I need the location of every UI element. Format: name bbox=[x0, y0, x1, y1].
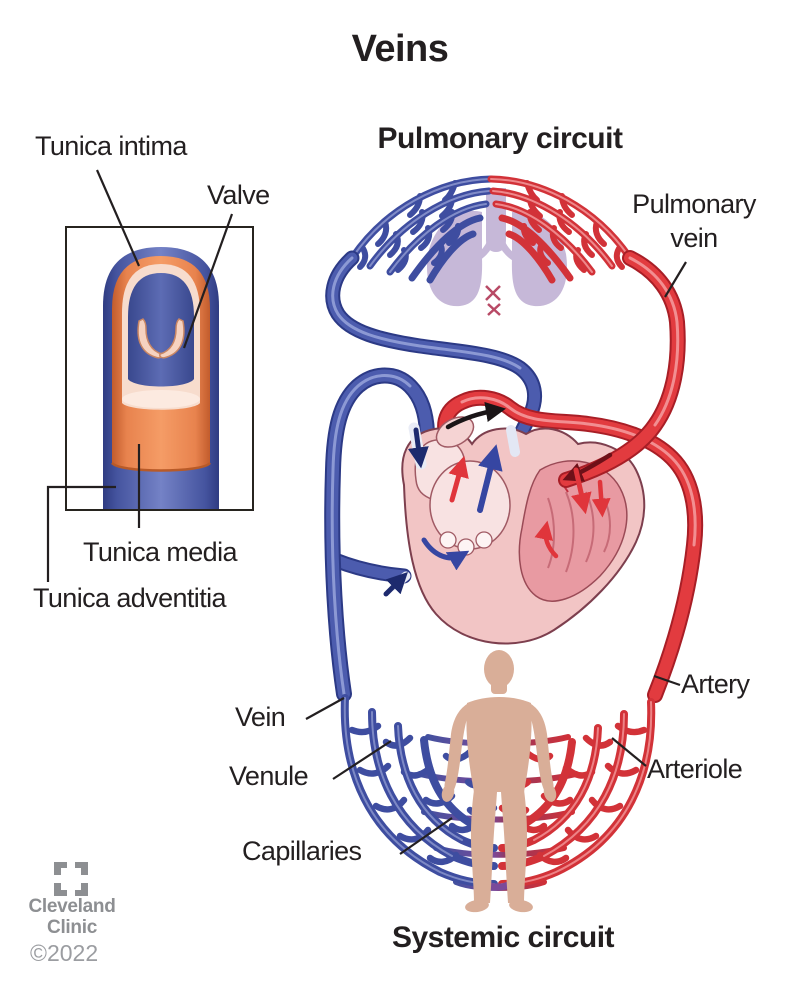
label-leader-lines bbox=[46, 169, 687, 855]
cleveland-clinic-logo-icon bbox=[54, 862, 88, 896]
valve-leader bbox=[182, 213, 234, 349]
brand-line2: Clinic bbox=[47, 917, 97, 938]
valve-flap-right bbox=[159, 318, 185, 359]
arteriole-leader bbox=[611, 737, 647, 767]
brand-line1: Cleveland bbox=[28, 896, 116, 917]
label-pulmonary-vein-line1: Pulmonary bbox=[632, 189, 756, 219]
vein-leader bbox=[305, 697, 345, 720]
label-artery: Artery bbox=[681, 669, 750, 699]
label-tunica-adventitia: Tunica adventitia bbox=[33, 583, 227, 613]
label-venule: Venule bbox=[229, 761, 309, 791]
blood-flow-arrows bbox=[383, 402, 613, 597]
pulmonary-vein-leader bbox=[664, 261, 687, 298]
vein-cross-section-graphic bbox=[65, 226, 254, 511]
pulmonary-vein-vessel bbox=[558, 250, 686, 488]
tunica-intima-leader bbox=[95, 169, 141, 267]
label-arteriole: Arteriole bbox=[647, 754, 743, 784]
label-tunica-media: Tunica media bbox=[83, 537, 237, 567]
capillaries-leader bbox=[399, 817, 453, 855]
artery-leader bbox=[653, 674, 681, 687]
label-tunica-intima: Tunica intima bbox=[35, 131, 187, 161]
page-title: Veins bbox=[351, 28, 449, 70]
venule-leader bbox=[332, 740, 392, 780]
copyright-text: ©2022 bbox=[30, 940, 99, 966]
pulmonary-capillary-network-graphic bbox=[348, 175, 634, 284]
body-icon bbox=[441, 650, 557, 913]
label-pulmonary-vein-line2: vein bbox=[670, 223, 718, 253]
heart-icon bbox=[389, 416, 646, 645]
tunica-adventitia-leader bbox=[46, 485, 116, 582]
cleveland-clinic-wordmark: Cleveland Clinic bbox=[26, 896, 118, 938]
label-vein: Vein bbox=[235, 702, 286, 732]
label-pulmonary-vein: Pulmonary vein bbox=[610, 187, 778, 255]
label-capillaries: Capillaries bbox=[242, 836, 362, 866]
heading-systemic-circuit: Systemic circuit bbox=[391, 921, 615, 954]
heading-pulmonary-circuit: Pulmonary circuit bbox=[377, 122, 623, 155]
inset-frame bbox=[65, 226, 254, 511]
label-valve: Valve bbox=[207, 180, 270, 210]
